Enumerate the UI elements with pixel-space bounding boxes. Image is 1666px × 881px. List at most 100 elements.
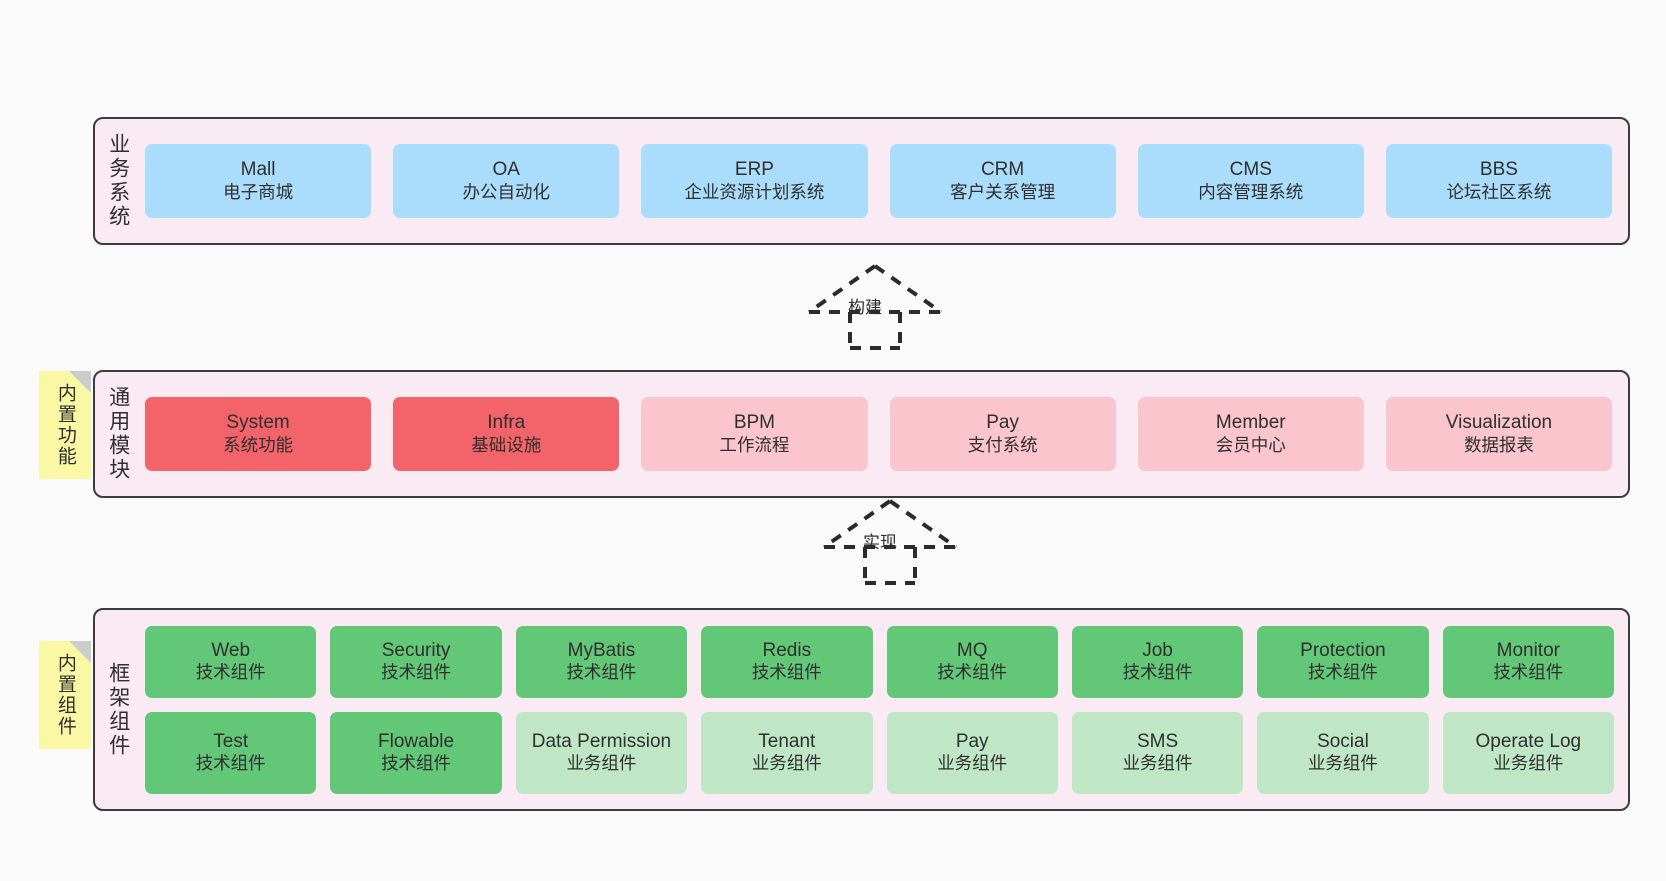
node-oa[interactable]: OA 办公自动化 [393, 144, 620, 218]
node-security[interactable]: Security 技术组件 [330, 625, 502, 698]
node-title: Protection [1300, 639, 1386, 661]
layer-title-framework-components: 框架组件 [106, 661, 130, 758]
node-pay[interactable]: Pay 支付系统 [889, 397, 1116, 471]
node-flowable[interactable]: Flowable 技术组件 [330, 711, 502, 794]
arrow-implement-label: 实现 [863, 533, 897, 552]
node-title: OA [492, 159, 520, 181]
layer-framework-components: 框架组件 Web 技术组件 Security 技术组件 MyBatis 技术组件… [93, 608, 1630, 811]
node-tenant[interactable]: Tenant 业务组件 [701, 711, 873, 794]
node-subtitle: 系统功能 [223, 434, 294, 455]
node-subtitle: 技术组件 [1307, 662, 1378, 683]
node-crm[interactable]: CRM 客户关系管理 [889, 144, 1116, 218]
node-subtitle: 内容管理系统 [1198, 181, 1304, 202]
node-data-permission[interactable]: Data Permission 业务组件 [515, 711, 688, 794]
layer-body-common-modules: System 系统功能 Infra 基础设施 BPM 工作流程 Pay 支付系统… [141, 372, 1628, 496]
node-bbs[interactable]: BBS 论坛社区系统 [1385, 144, 1613, 218]
layer-business-systems: 业务系统 Mall 电子商城 OA 办公自动化 ERP 企业资源计划系统 CRM… [93, 117, 1630, 245]
node-subtitle: 业务组件 [1493, 753, 1564, 774]
node-title: Member [1215, 412, 1286, 434]
node-system[interactable]: System 系统功能 [145, 397, 372, 471]
node-title: SMS [1136, 730, 1179, 752]
node-row: System 系统功能 Infra 基础设施 BPM 工作流程 Pay 支付系统… [145, 397, 1613, 471]
arrow-implement-icon [822, 499, 958, 585]
layer-title-business-systems: 业务系统 [106, 133, 130, 229]
node-row: Test 技术组件 Flowable 技术组件 Data Permission … [145, 711, 1614, 794]
node-title: CRM [980, 159, 1025, 181]
sticky-note-builtin-features: 内置功能 [39, 371, 91, 479]
node-subtitle: 技术组件 [751, 662, 822, 683]
node-title: BPM [733, 412, 776, 434]
node-subtitle: 业务组件 [566, 753, 637, 774]
node-web[interactable]: Web 技术组件 [145, 625, 317, 698]
node-title: MyBatis [567, 639, 636, 661]
node-monitor[interactable]: Monitor 技术组件 [1442, 625, 1614, 698]
node-title: Infra [487, 412, 526, 434]
node-infra[interactable]: Infra 基础设施 [393, 397, 620, 471]
node-title: Social [1317, 730, 1369, 752]
node-pay-component[interactable]: Pay 业务组件 [886, 711, 1058, 794]
node-subtitle: 业务组件 [1307, 753, 1378, 774]
node-subtitle: 业务组件 [1122, 753, 1193, 774]
node-mall[interactable]: Mall 电子商城 [145, 144, 372, 218]
node-subtitle: 会员中心 [1215, 434, 1286, 455]
node-subtitle: 技术组件 [566, 662, 637, 683]
sticky-note-text: 内置功能 [54, 383, 76, 467]
layer-body-framework-components: Web 技术组件 Security 技术组件 MyBatis 技术组件 Redi… [141, 610, 1628, 809]
node-title: Pay [986, 412, 1019, 434]
node-subtitle: 基础设施 [471, 434, 542, 455]
node-title: BBS [1479, 159, 1518, 181]
node-subtitle: 业务组件 [751, 753, 822, 774]
node-mq[interactable]: MQ 技术组件 [886, 625, 1058, 698]
sticky-note-builtin-components: 内置组件 [39, 641, 91, 749]
node-title: Tenant [758, 730, 816, 752]
layer-body-business-systems: Mall 电子商城 OA 办公自动化 ERP 企业资源计划系统 CRM 客户关系… [141, 119, 1628, 243]
arrow-build-icon [807, 264, 943, 350]
sticky-note-text: 内置组件 [54, 653, 76, 737]
node-operate-log[interactable]: Operate Log 业务组件 [1442, 711, 1614, 794]
arrow-build-label: 构建 [848, 298, 882, 317]
node-member[interactable]: Member 会员中心 [1137, 397, 1364, 471]
node-test[interactable]: Test 技术组件 [145, 711, 317, 794]
node-redis[interactable]: Redis 技术组件 [701, 625, 873, 698]
node-social[interactable]: Social 业务组件 [1257, 711, 1429, 794]
node-subtitle: 电子商城 [223, 181, 294, 202]
node-row: Web 技术组件 Security 技术组件 MyBatis 技术组件 Redi… [145, 625, 1614, 698]
node-title: Monitor [1496, 639, 1560, 661]
node-subtitle: 企业资源计划系统 [684, 181, 825, 202]
node-title: CMS [1229, 159, 1272, 181]
node-subtitle: 支付系统 [967, 434, 1038, 455]
node-cms[interactable]: CMS 内容管理系统 [1137, 144, 1364, 218]
node-visualization[interactable]: Visualization 数据报表 [1385, 397, 1613, 471]
layer-common-modules: 通用模块 System 系统功能 Infra 基础设施 BPM 工作流程 Pay… [93, 370, 1630, 498]
node-mybatis[interactable]: MyBatis 技术组件 [515, 625, 688, 698]
node-subtitle: 办公自动化 [462, 181, 551, 202]
node-subtitle: 技术组件 [381, 662, 452, 683]
note-fold-corner-icon [69, 641, 91, 663]
node-subtitle: 技术组件 [381, 753, 452, 774]
node-title: Web [211, 639, 251, 661]
node-erp[interactable]: ERP 企业资源计划系统 [641, 144, 868, 218]
node-title: Job [1142, 639, 1173, 661]
node-subtitle: 客户关系管理 [950, 181, 1056, 202]
node-subtitle: 业务组件 [937, 753, 1008, 774]
node-row: Mall 电子商城 OA 办公自动化 ERP 企业资源计划系统 CRM 客户关系… [145, 144, 1613, 218]
node-title: Redis [762, 639, 812, 661]
node-subtitle: 数据报表 [1463, 434, 1534, 455]
note-fold-corner-icon [69, 371, 91, 393]
node-title: System [226, 412, 290, 434]
node-title: Visualization [1445, 412, 1553, 434]
node-title: Operate Log [1475, 730, 1582, 752]
node-subtitle: 工作流程 [719, 434, 790, 455]
node-protection[interactable]: Protection 技术组件 [1257, 625, 1429, 698]
layer-title-common-modules: 通用模块 [106, 386, 130, 482]
node-subtitle: 技术组件 [195, 662, 266, 683]
node-job[interactable]: Job 技术组件 [1071, 625, 1244, 698]
node-title: MQ [956, 639, 988, 661]
node-sms[interactable]: SMS 业务组件 [1071, 711, 1244, 794]
node-subtitle: 技术组件 [195, 753, 266, 774]
node-subtitle: 技术组件 [1493, 662, 1564, 683]
node-title: Test [213, 730, 249, 752]
node-bpm[interactable]: BPM 工作流程 [641, 397, 868, 471]
node-title: Data Permission [531, 730, 672, 752]
